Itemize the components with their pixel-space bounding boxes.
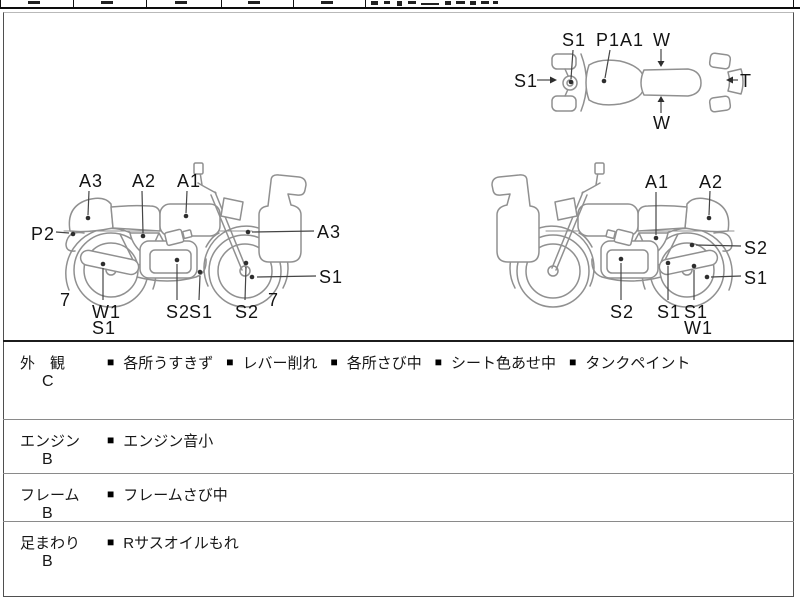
condition-item: ■ Rサスオイルもれ <box>107 532 239 553</box>
damage-label: S1 <box>684 302 709 322</box>
condition-grade: B <box>42 553 53 570</box>
clipped-text-fragment <box>248 1 260 4</box>
damage-label: 7 <box>60 290 72 310</box>
condition-row-engine: エンジン B ■ エンジン音小 <box>3 419 794 473</box>
damage-label: S2 <box>744 238 769 258</box>
damage-label: W <box>653 113 671 133</box>
damage-label: S1 <box>657 302 682 322</box>
condition-item: ■ シート色あせ中 <box>435 352 556 373</box>
condition-items: ■ Rサスオイルもれ <box>107 532 239 553</box>
condition-category: エンジン <box>20 433 81 450</box>
damage-label: S1 <box>189 302 214 322</box>
cell-divider <box>221 0 222 7</box>
condition-category: 足まわり <box>20 535 81 552</box>
clipped-text-fragment <box>470 1 476 5</box>
condition-item-text: タンクペイント <box>585 355 691 372</box>
condition-items: ■ フレームさび中 <box>107 484 228 505</box>
condition-row-exterior: 外 観 C ■ 各所うすきず ■ レバー削れ ■ 各所さび中 ■ シート色あせ中 <box>3 342 794 419</box>
damage-label: A3 <box>317 222 342 242</box>
square-bullet-icon: ■ <box>226 355 234 369</box>
condition-item-text: エンジン音小 <box>123 433 214 450</box>
cell-divider <box>293 0 294 7</box>
condition-item-text: シート色あせ中 <box>451 355 557 372</box>
condition-category: 外 観 <box>20 355 66 372</box>
condition-items: ■ エンジン音小 <box>107 430 213 451</box>
damage-label: A1 <box>177 171 202 191</box>
condition-grade: C <box>42 373 54 390</box>
diagram-frame-box <box>3 12 794 597</box>
damage-label: S1 <box>92 318 117 338</box>
damage-label: W1 <box>684 318 713 338</box>
cell-divider <box>0 0 1 7</box>
damage-label: S1 <box>514 71 539 91</box>
condition-item: ■ 各所うすきず <box>107 352 213 373</box>
condition-item: ■ タンクペイント <box>569 352 690 373</box>
condition-item-text: 各所さび中 <box>346 355 422 372</box>
cell-divider <box>73 0 74 7</box>
damage-label: A1 <box>645 172 670 192</box>
condition-category: フレーム <box>20 487 80 504</box>
clipped-text-fragment <box>175 1 187 4</box>
square-bullet-icon: ■ <box>107 433 115 447</box>
square-bullet-icon: ■ <box>107 487 115 501</box>
clipped-text-fragment <box>456 1 465 4</box>
damage-label: S1 <box>562 30 587 50</box>
condition-item-text: フレームさび中 <box>123 487 228 504</box>
clipped-text-fragment <box>493 1 498 4</box>
damage-label: A2 <box>132 171 157 191</box>
condition-item-text: Rサスオイルもれ <box>123 535 239 552</box>
condition-item: ■ エンジン音小 <box>107 430 213 451</box>
square-bullet-icon: ■ <box>569 355 577 369</box>
damage-label: T <box>740 71 752 91</box>
square-bullet-icon: ■ <box>330 355 338 369</box>
condition-grade: B <box>42 505 53 522</box>
clipped-text-fragment <box>481 1 489 4</box>
damage-label: S2 <box>610 302 635 322</box>
square-bullet-icon: ■ <box>107 535 115 549</box>
condition-grade: B <box>42 451 53 468</box>
damage-label: W <box>653 30 671 50</box>
condition-table: 外 観 C ■ 各所うすきず ■ レバー削れ ■ 各所さび中 ■ シート色あせ中 <box>3 340 794 595</box>
damage-label: S1 <box>319 267 344 287</box>
condition-item-text: 各所うすきず <box>123 355 214 372</box>
damage-label: S2 <box>166 302 191 322</box>
clipped-text-fragment <box>101 1 113 4</box>
damage-label: P1A1 <box>596 30 645 50</box>
clipped-text-fragment <box>371 1 378 5</box>
condition-row-undercarriage: 足まわり B ■ Rサスオイルもれ <box>3 521 794 595</box>
clipped-text-fragment <box>28 1 40 4</box>
damage-label: W1 <box>92 302 121 322</box>
condition-item-text: レバー削れ <box>242 355 318 372</box>
cell-divider <box>365 0 366 7</box>
square-bullet-icon: ■ <box>107 355 115 369</box>
cell-divider <box>146 0 147 7</box>
cell-divider <box>793 0 794 7</box>
damage-label: S1 <box>744 268 769 288</box>
damage-label: S2 <box>235 302 260 322</box>
clipped-text-fragment <box>408 1 416 4</box>
clipped-text-fragment <box>321 1 333 4</box>
clipped-text-fragment <box>397 1 402 6</box>
clipped-text-fragment <box>421 3 439 5</box>
clipped-text-fragment <box>384 1 390 4</box>
condition-row-frame: フレーム B ■ フレームさび中 <box>3 473 794 522</box>
clipped-text-fragment <box>445 1 451 5</box>
square-bullet-icon: ■ <box>434 355 443 369</box>
damage-label: P2 <box>31 224 56 244</box>
condition-item: ■ 各所さび中 <box>331 352 422 373</box>
clipped-header-row <box>0 0 800 9</box>
damage-label: A3 <box>79 171 104 191</box>
condition-items: ■ 各所うすきず ■ レバー削れ ■ 各所さび中 ■ シート色あせ中 ■ タ <box>107 352 690 373</box>
condition-item: ■ フレームさび中 <box>107 484 228 505</box>
condition-item: ■ レバー削れ <box>226 352 317 373</box>
damage-label: A2 <box>699 172 724 192</box>
damage-label: 7 <box>268 290 280 310</box>
